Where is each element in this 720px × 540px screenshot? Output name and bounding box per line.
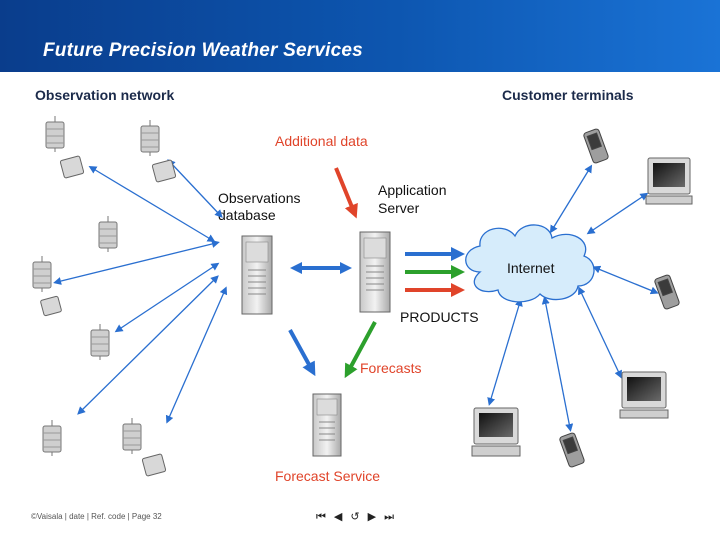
observations-database-server-icon xyxy=(241,235,273,315)
footer-text: ©Vaisala | date | Ref. code | Page 32 xyxy=(31,512,162,521)
observation-network-label: Observation network xyxy=(35,87,175,103)
observation-arrows xyxy=(53,159,228,424)
products-label: PRODUCTS xyxy=(400,309,479,325)
forecasts-arrow xyxy=(344,321,377,379)
application-server-label-2: Server xyxy=(378,200,420,216)
internet-label: Internet xyxy=(507,260,555,276)
products-arrows xyxy=(405,247,465,297)
last-slide-button[interactable]: ⏭ xyxy=(384,511,394,523)
additional-data-arrow xyxy=(334,167,358,219)
forecast-service-server-icon xyxy=(312,393,342,457)
pda-icons xyxy=(559,128,680,468)
application-server-icon xyxy=(359,231,391,313)
additional-data-label: Additional data xyxy=(275,133,368,149)
application-server-label-1: Application xyxy=(378,182,447,198)
weather-station-icons xyxy=(32,116,160,456)
observations-database-label-1: Observations xyxy=(218,190,301,206)
db-forecast-arrow xyxy=(288,329,316,377)
observations-database-label-2: database xyxy=(218,207,276,223)
first-slide-button[interactable]: ⏮ xyxy=(316,511,326,523)
forecast-service-label: Forecast Service xyxy=(275,468,381,484)
previous-slide-button[interactable]: ◀ xyxy=(333,511,343,523)
header-banner: Future Precision Weather Services xyxy=(0,0,720,72)
next-slide-button[interactable]: ▶ xyxy=(367,511,377,523)
page-title: Future Precision Weather Services xyxy=(43,40,363,61)
return-button[interactable]: ↺ xyxy=(350,511,360,523)
sensor-camera-icons xyxy=(40,155,177,477)
desktop-computer-icons xyxy=(471,157,693,457)
terminal-arrows xyxy=(487,164,659,432)
customer-terminals-label: Customer terminals xyxy=(502,87,634,103)
internet-cloud xyxy=(465,224,595,303)
slide-navigation: ⏮ ◀ ↺ ▶ ⏭ xyxy=(316,510,394,524)
forecasts-label: Forecasts xyxy=(360,360,422,376)
